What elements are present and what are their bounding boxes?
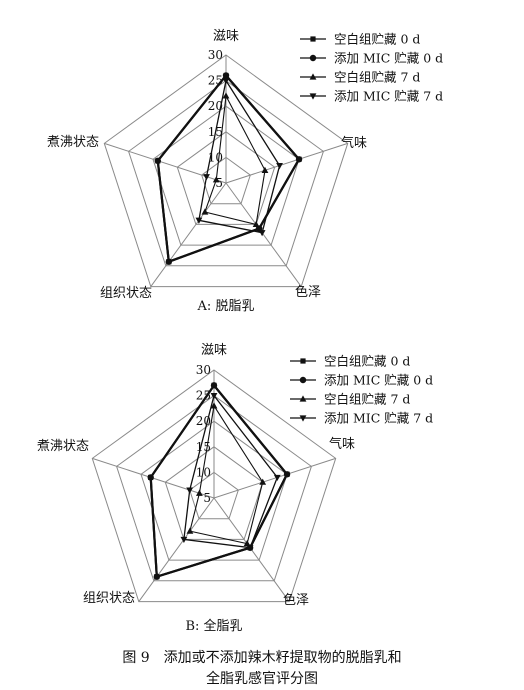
grid-ring [176,131,276,225]
figure-caption-line-1: 图 9 添加或不添加辣木籽提取物的脱脂乳和 [122,650,401,666]
axis-label: 煮沸状态 [47,135,99,150]
data-point [210,393,218,400]
legend-marker [309,54,317,62]
legend-label: 添加 MIC 贮藏 7 d [334,89,443,104]
legend-marker [299,415,307,422]
legend-marker [310,36,316,42]
series-line [204,94,266,226]
series-line [189,404,264,545]
legend-marker [309,93,317,100]
data-point [283,471,291,478]
legend-label: 空白组贮藏 7 d [324,392,410,407]
axis-label: 色泽 [283,592,309,608]
data-point [246,545,254,552]
tick-label: 5 [215,176,223,190]
data-point [203,174,210,181]
legend-label: 空白组贮藏 0 d [334,32,420,47]
grid-ring [91,369,337,603]
data-point [154,157,162,165]
axis-label: 组织状态 [83,591,135,606]
data-point [210,402,218,409]
axis-spoke [138,497,215,602]
legend-label: 添加 MIC 贮藏 0 d [334,51,443,66]
legend-label: 空白组贮藏 7 d [334,70,420,85]
legend-marker [299,376,307,384]
axis-spoke [225,182,302,287]
tick-label: 30 [208,48,223,62]
legend-marker [299,395,307,402]
tick-label: 20 [208,99,223,113]
legend-marker [309,73,317,80]
series-line [156,73,301,264]
data-point [195,489,203,496]
grid-ring [103,54,349,288]
grid-ring [189,471,239,520]
axis-label: 滋味 [201,343,227,358]
figure-caption-line-2: 全脂乳感官评分图 [206,670,318,687]
data-point [210,382,218,389]
data-point [222,78,230,85]
tick-label: 15 [196,440,211,454]
data-point [276,162,283,170]
data-point [243,539,251,547]
axis-spoke [225,142,348,184]
data-point [201,208,209,215]
axis-label: 滋味 [213,29,239,44]
data-point [165,258,173,265]
axis-spoke [150,182,227,287]
grid-ring [201,156,251,205]
data-point [186,527,194,534]
series-line [156,73,301,264]
legend-label: 添加 MIC 贮藏 7 d [324,411,433,426]
data-point [258,230,266,237]
data-point [195,217,203,224]
grid-ring [116,394,312,582]
tick-label: 5 [203,491,211,505]
series-line [149,383,289,579]
series-line [183,394,279,549]
axis-label: 煮沸状态 [37,439,89,454]
data-point [252,220,260,228]
grid-ring [164,446,264,540]
axis-label: 色泽 [295,284,321,300]
tick-label: 30 [196,363,211,377]
axis-spoke [213,457,336,499]
tick-label: 25 [196,389,211,403]
chart-subtitle: B: 全脂乳 [185,618,242,634]
data-point [222,92,230,99]
legend-label: 空白组贮藏 0 d [324,354,410,369]
data-point [259,478,267,485]
series-line [198,78,281,234]
axis-label: 气味 [341,135,367,151]
data-point [273,474,281,482]
data-point [180,536,188,544]
data-point [153,573,161,580]
data-point [261,166,269,173]
legend-label: 添加 MIC 贮藏 0 d [324,373,433,388]
axis-label: 气味 [329,436,355,452]
chart-subtitle: A: 脱脂乳 [197,299,255,314]
data-point [147,474,154,481]
data-point [295,156,303,163]
data-point [222,72,230,79]
data-point [186,487,194,494]
grid-ring [140,420,288,561]
axis-label: 组织状态 [100,286,152,301]
grid-ring [128,79,324,267]
data-point [212,176,220,183]
legend-marker [300,358,306,364]
